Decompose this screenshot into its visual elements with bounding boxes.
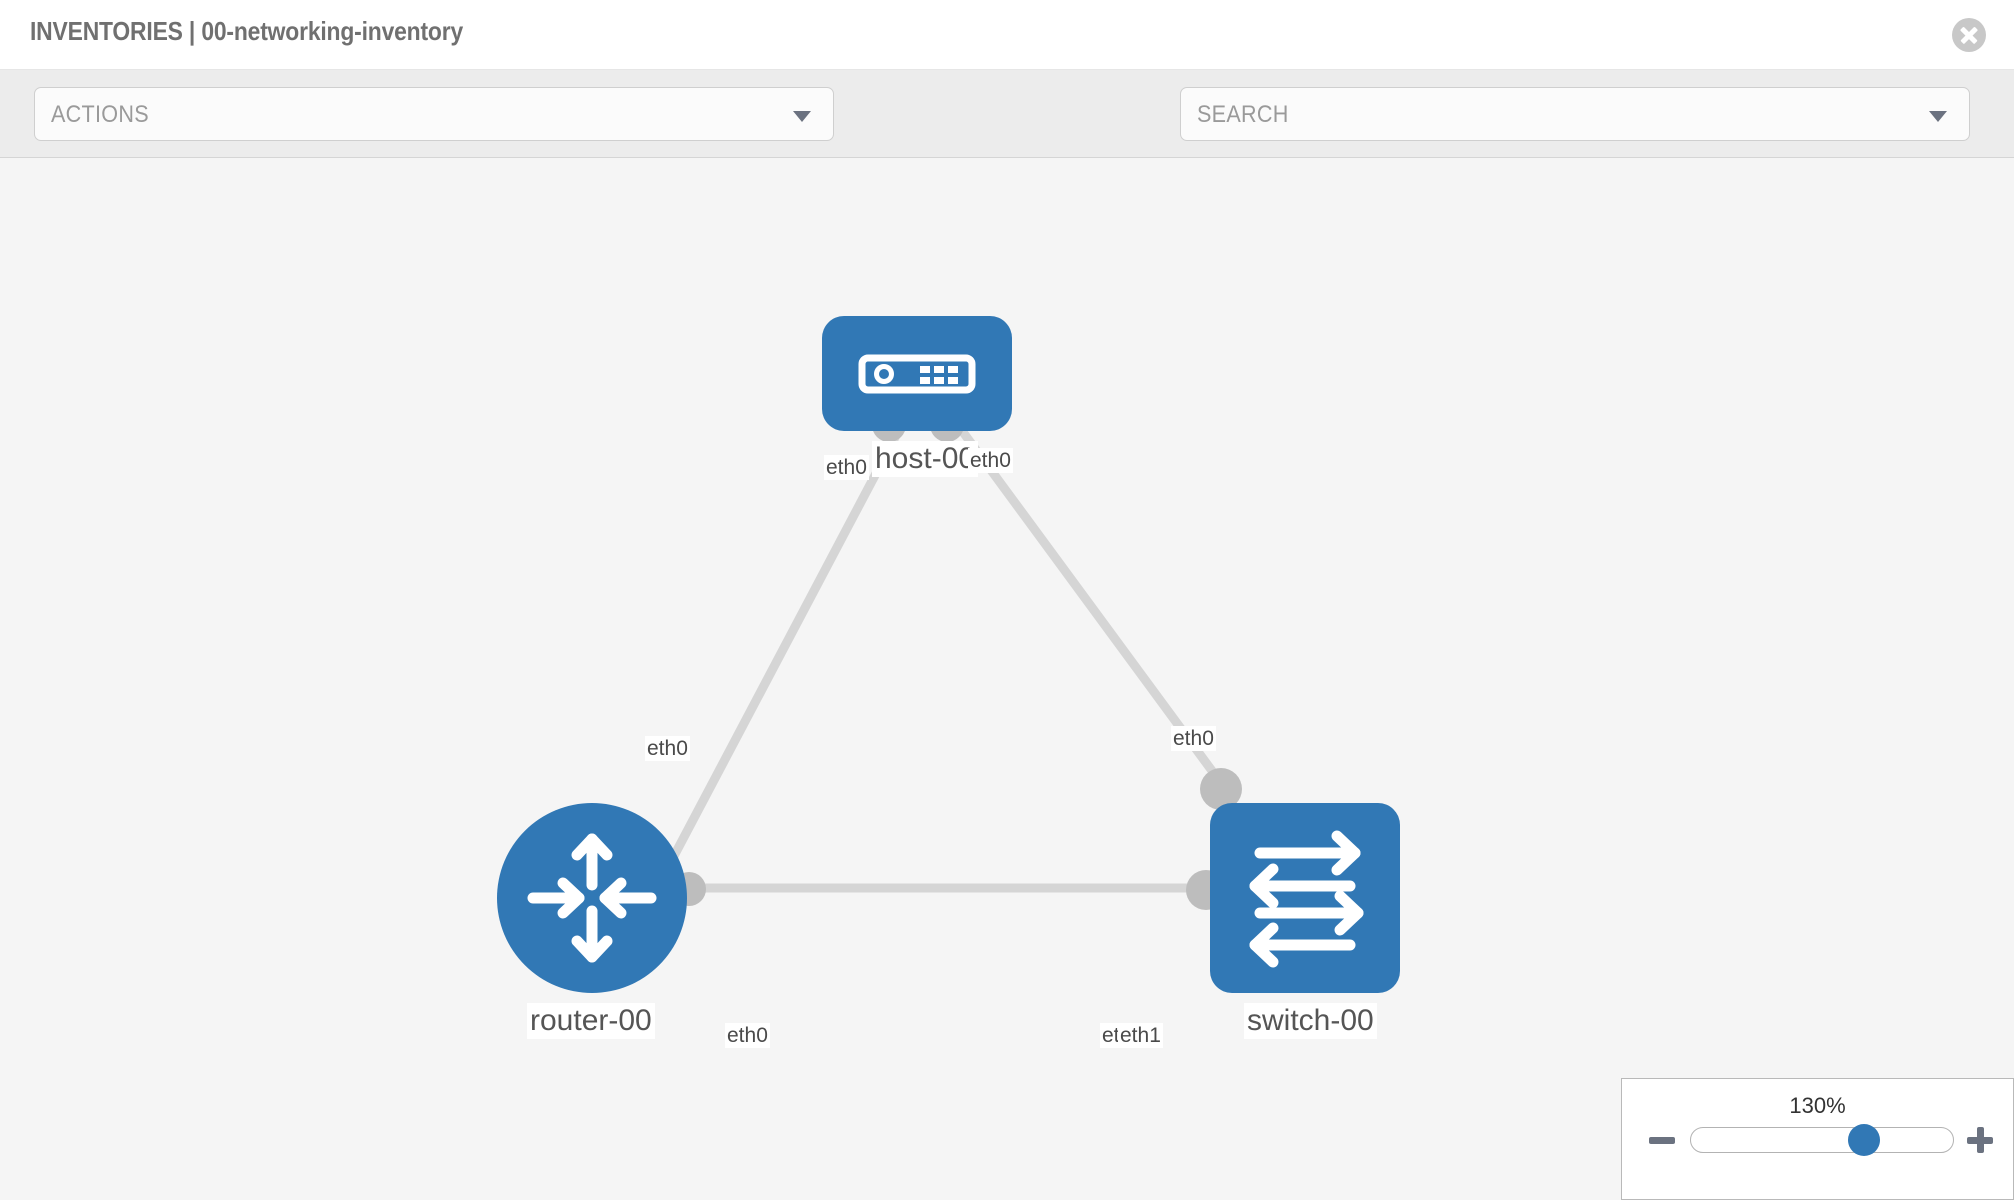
close-icon[interactable]: [1952, 18, 1986, 52]
edge-label-router-up: eth0: [645, 736, 690, 761]
topology-canvas[interactable]: host-00 router-0: [0, 158, 2014, 1200]
search-placeholder: SEARCH: [1197, 101, 1289, 128]
zoom-out-button[interactable]: [1649, 1127, 1675, 1153]
topology-node-label-switch-00: switch-00: [1244, 1003, 1377, 1039]
page-header: INVENTORIES | 00-networking-inventory: [0, 0, 2014, 70]
chevron-down-icon: [793, 111, 811, 122]
topology-node-switch-00[interactable]: [1210, 803, 1400, 993]
actions-dropdown[interactable]: ACTIONS: [34, 87, 834, 141]
topology-node-label-router-00: router-00: [527, 1003, 655, 1039]
edge-label-switch-left-b: eth1: [1118, 1023, 1163, 1048]
page-title: INVENTORIES | 00-networking-inventory: [30, 16, 464, 46]
edge-label-host-right: eth0: [968, 448, 1013, 473]
switch-icon: [1249, 830, 1364, 968]
topology-node-router-00[interactable]: [497, 803, 687, 993]
chevron-down-icon: [1929, 111, 1947, 122]
server-icon: [858, 354, 976, 394]
edge-label-host-left: eth0: [824, 455, 869, 480]
zoom-slider-thumb[interactable]: [1847, 1124, 1880, 1156]
zoom-percent-label: 130%: [1789, 1093, 1846, 1118]
router-icon: [527, 833, 657, 963]
minus-icon: [1649, 1137, 1675, 1144]
actions-dropdown-label: ACTIONS: [51, 101, 149, 128]
zoom-slider[interactable]: [1690, 1124, 1954, 1156]
topology-node-label-host-00: host-00: [872, 441, 979, 477]
edge-label-switch-up: eth0: [1171, 726, 1216, 751]
edge-host-router: [661, 425, 904, 876]
zoom-in-button[interactable]: [1967, 1127, 1993, 1153]
zoom-control-panel: 130%: [1621, 1078, 2014, 1200]
topology-node-host-00[interactable]: [822, 316, 1012, 431]
plus-icon-vertical: [1977, 1127, 1984, 1153]
topology-edges: [661, 425, 1236, 893]
toolbar: ACTIONS SEARCH: [0, 70, 2014, 197]
edge-label-router-right: eth0: [725, 1023, 770, 1048]
search-input[interactable]: SEARCH: [1180, 87, 1970, 141]
